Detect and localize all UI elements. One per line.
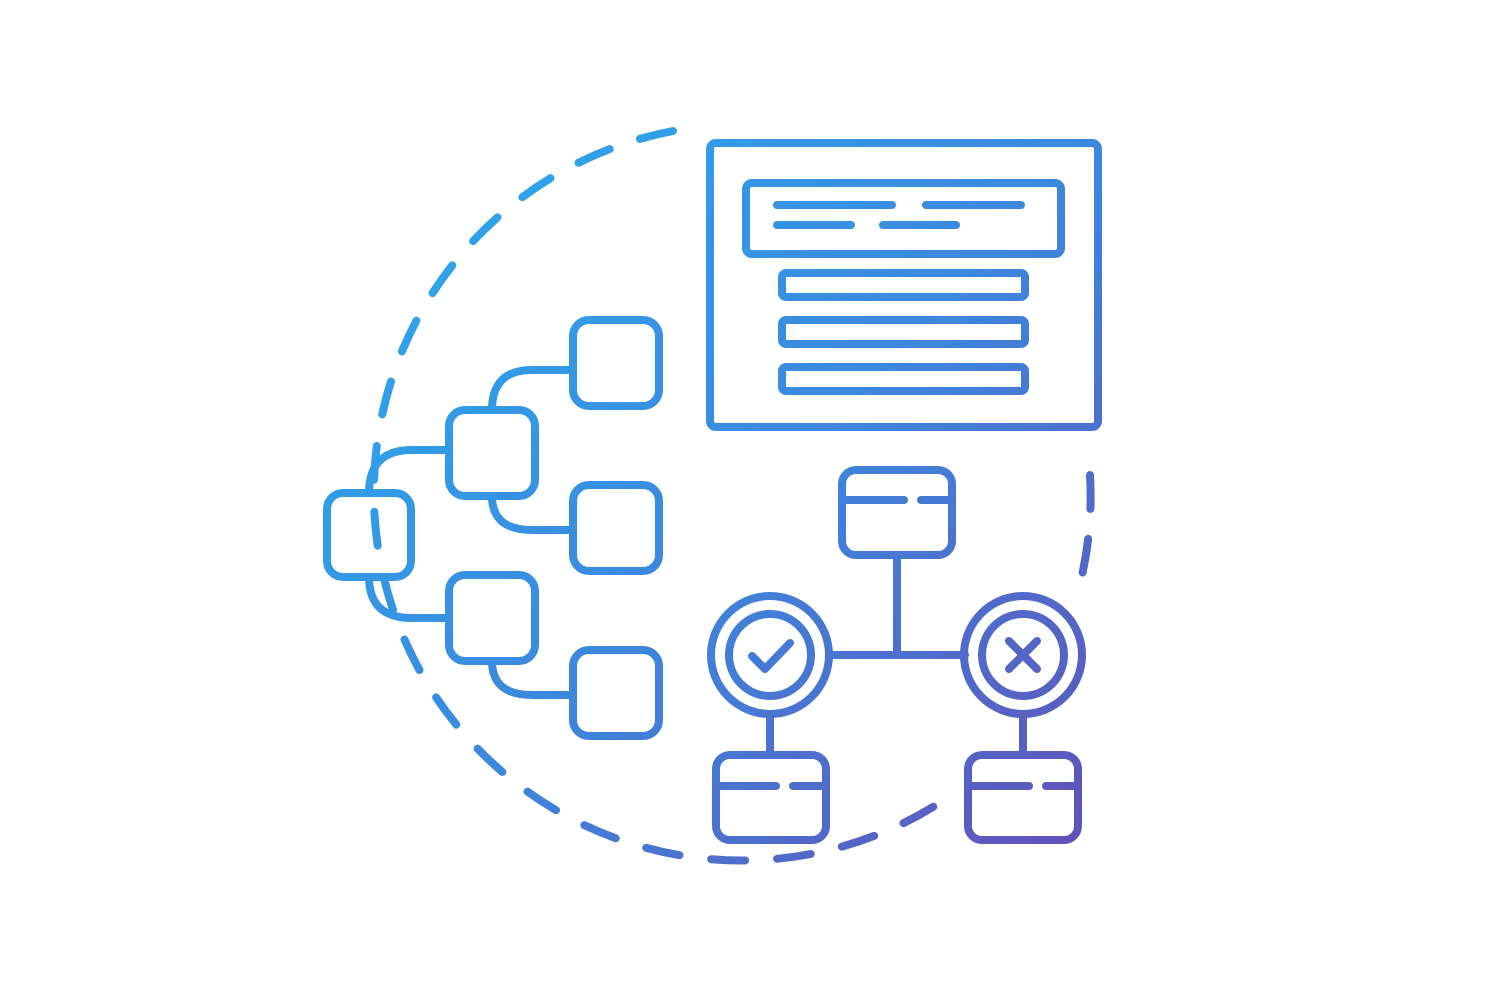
tree-connector xyxy=(365,573,453,622)
tree-connector xyxy=(488,366,577,414)
check-icon xyxy=(748,639,794,673)
decision-flow-icon xyxy=(707,466,1086,844)
document-window-icon xyxy=(706,139,1102,431)
cross-icon xyxy=(1005,637,1041,673)
document-text-bar xyxy=(778,316,1029,348)
tree-leaf-node-1 xyxy=(569,316,663,410)
document-header-block xyxy=(742,179,1065,258)
document-frame xyxy=(706,139,1102,431)
document-text-bar xyxy=(778,269,1029,301)
reject-outcome-node xyxy=(964,751,1082,844)
approve-outcome-node xyxy=(712,751,830,844)
tree-hierarchy-icon xyxy=(323,316,663,740)
tree-connector xyxy=(488,657,577,699)
tree-connector xyxy=(488,492,577,534)
dashed-circle-outline xyxy=(369,127,1095,865)
document-text-bar xyxy=(778,363,1029,395)
tree-connector xyxy=(365,446,453,497)
reject-node xyxy=(960,592,1086,718)
